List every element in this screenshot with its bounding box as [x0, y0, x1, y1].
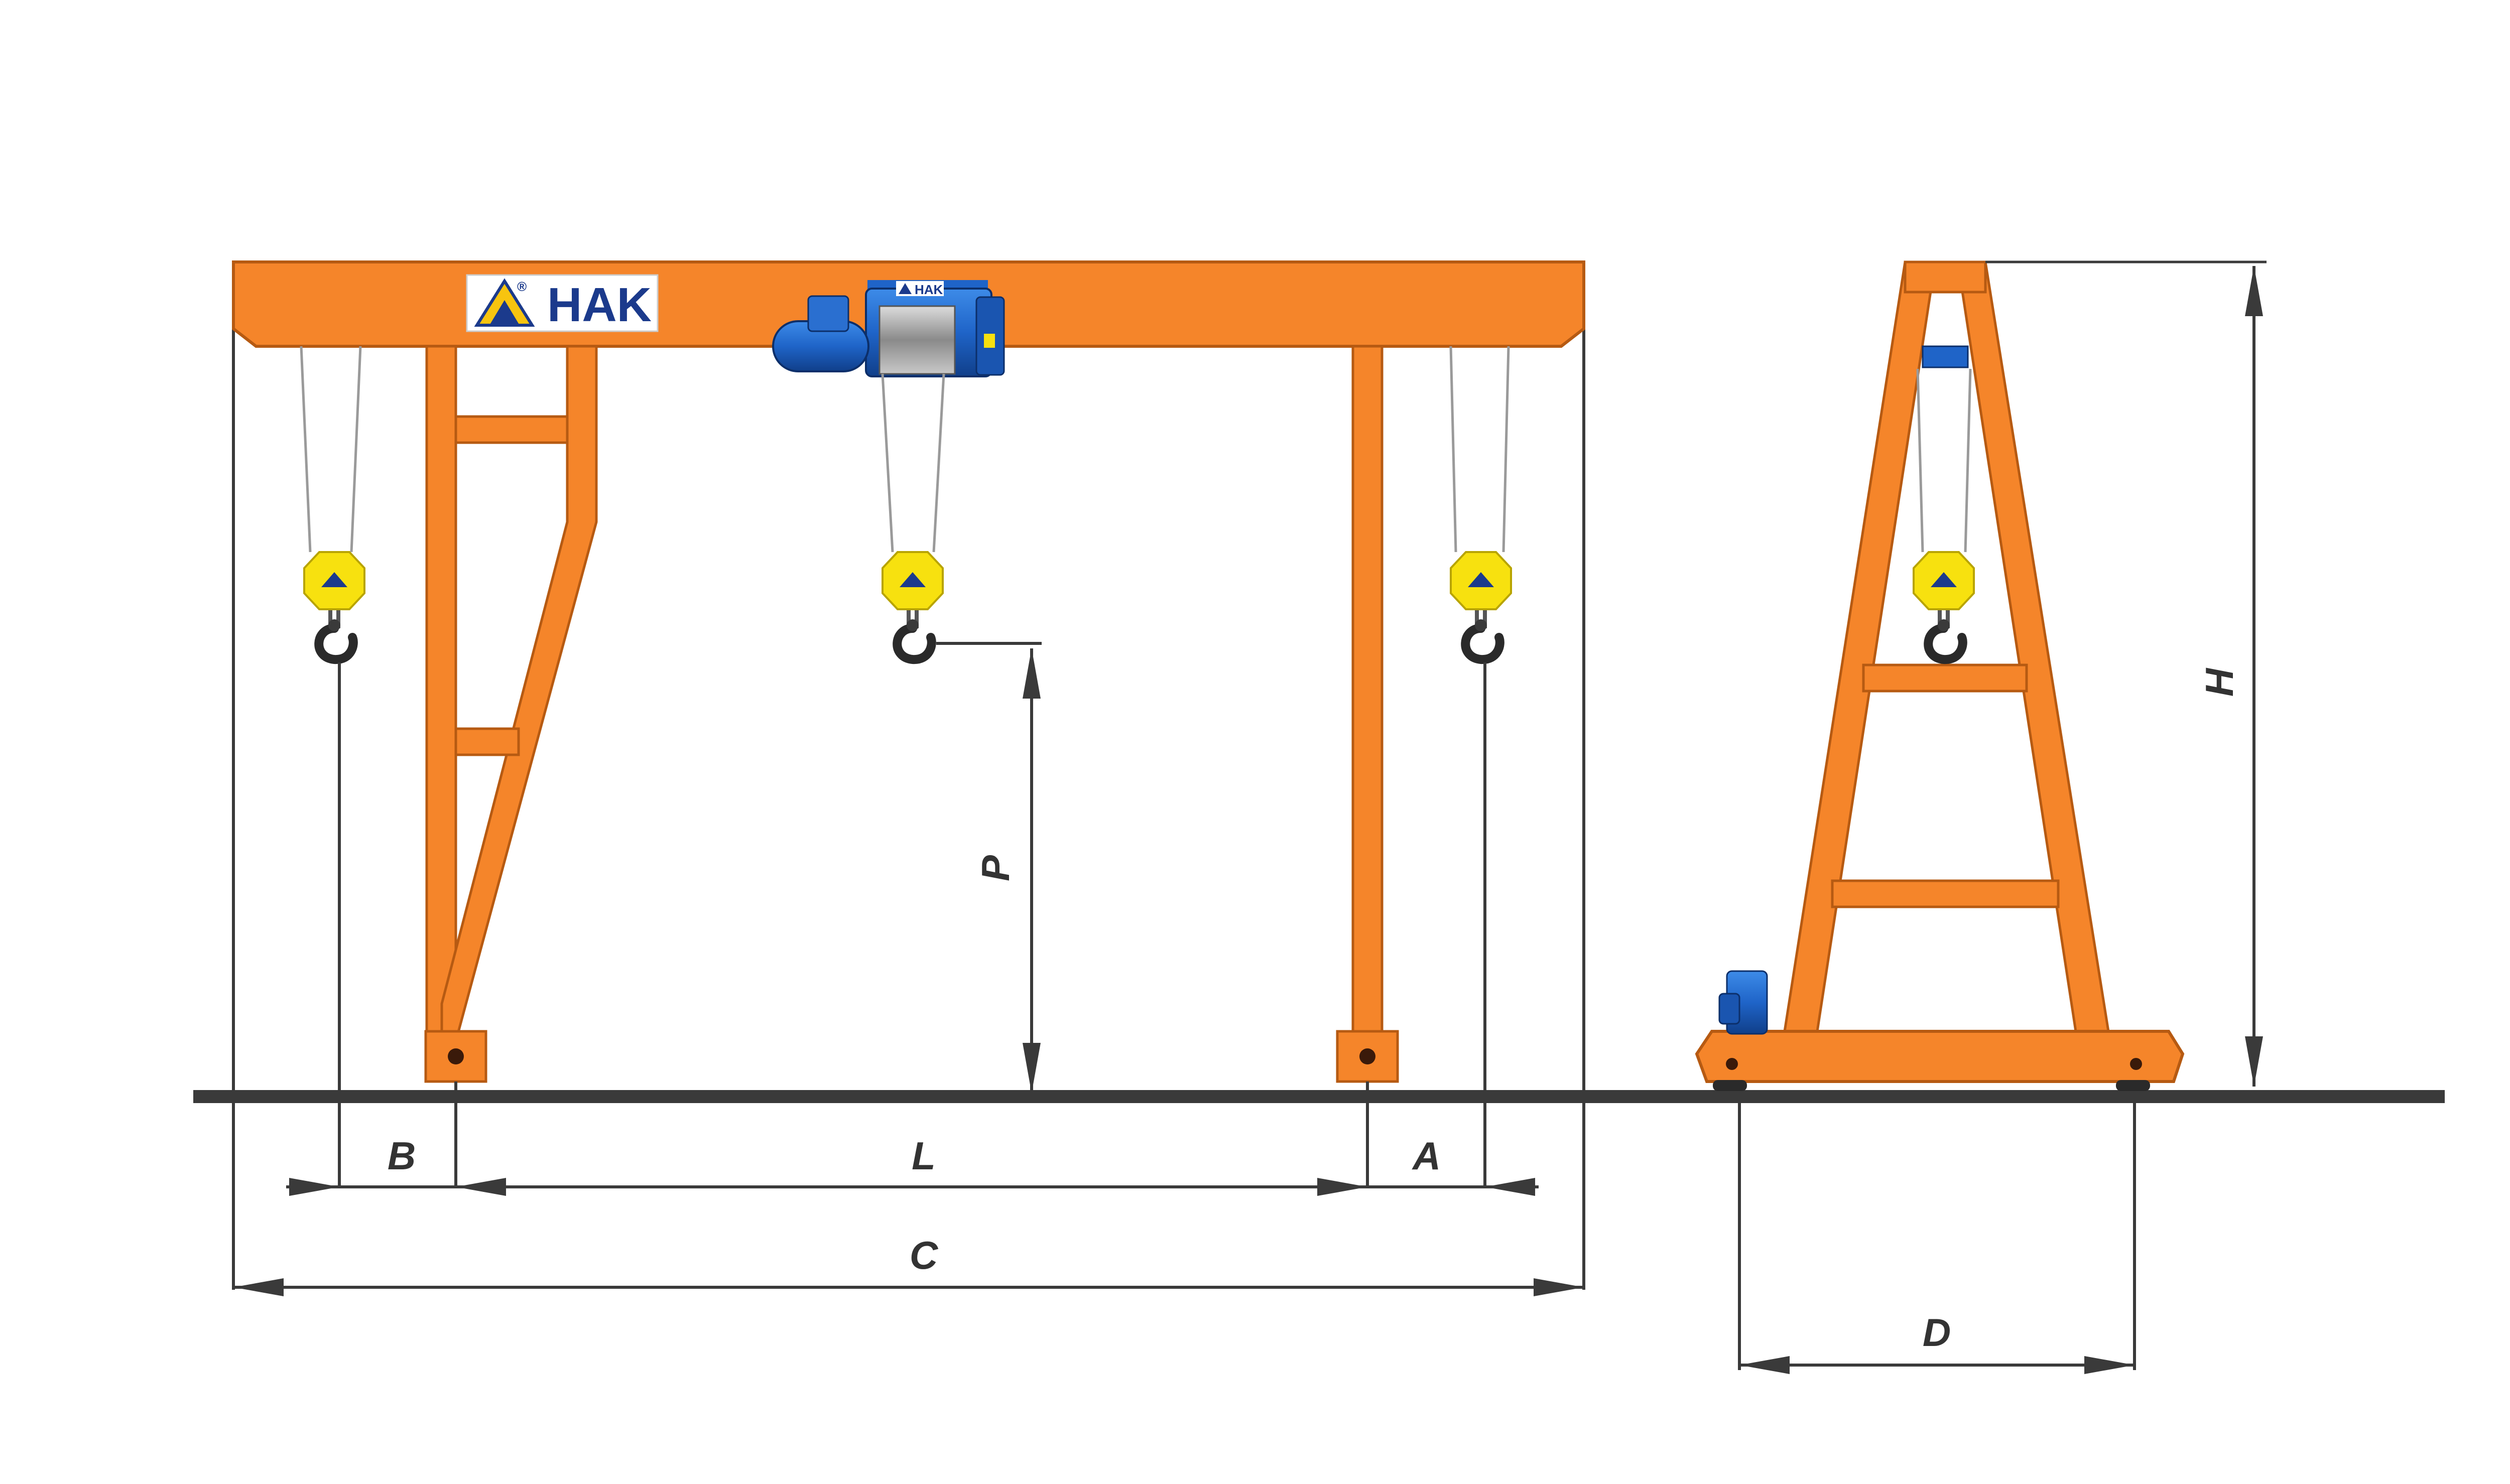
- dimension-d-label: D: [1923, 1310, 1951, 1355]
- dimension-c-label: C: [910, 1233, 939, 1277]
- hoist-ropes: [300, 346, 1510, 553]
- right-leg: [1336, 345, 1399, 1083]
- hoist-brand-text: HAK: [915, 282, 943, 297]
- hoist-motor-icon: HAK: [772, 280, 1005, 377]
- hak-brand-text: HAK: [547, 278, 652, 332]
- a-frame-lower-brace: [1831, 879, 2060, 908]
- travel-motor-icon: [1718, 970, 1768, 1035]
- hak-logo-icon: [474, 278, 535, 327]
- side-view: H D: [1695, 260, 2267, 1374]
- dimension-a-label: A: [1412, 1134, 1441, 1178]
- registered-mark: ®: [517, 279, 527, 294]
- dimension-b-label: B: [388, 1134, 416, 1178]
- ground-line: [193, 1090, 2445, 1103]
- hook-block-icon: [1451, 552, 1511, 659]
- a-frame-top: [1904, 260, 1987, 294]
- hak-logo-plate: ® HAK: [466, 274, 659, 332]
- front-view: ® HAK HAK: [232, 260, 1585, 1296]
- hook-block-icon: [1914, 552, 1974, 659]
- wheel-icon: [1713, 1080, 1747, 1091]
- left-leg: [424, 345, 598, 1083]
- hook-block-icon: [883, 552, 943, 659]
- hook-block-icon: [304, 552, 364, 659]
- dimension-l-label: L: [912, 1134, 936, 1178]
- a-frame-upper-brace: [1862, 663, 2028, 693]
- end-carriage: [1695, 1030, 2185, 1083]
- dimension-h-label: H: [2197, 667, 2241, 697]
- a-frame-leg-left: [1783, 260, 1937, 1033]
- wheel-icon: [2116, 1080, 2150, 1091]
- side-trolley: [1922, 345, 1969, 368]
- a-frame-leg-right: [1956, 260, 2110, 1033]
- dimension-p-label: P: [973, 855, 1018, 881]
